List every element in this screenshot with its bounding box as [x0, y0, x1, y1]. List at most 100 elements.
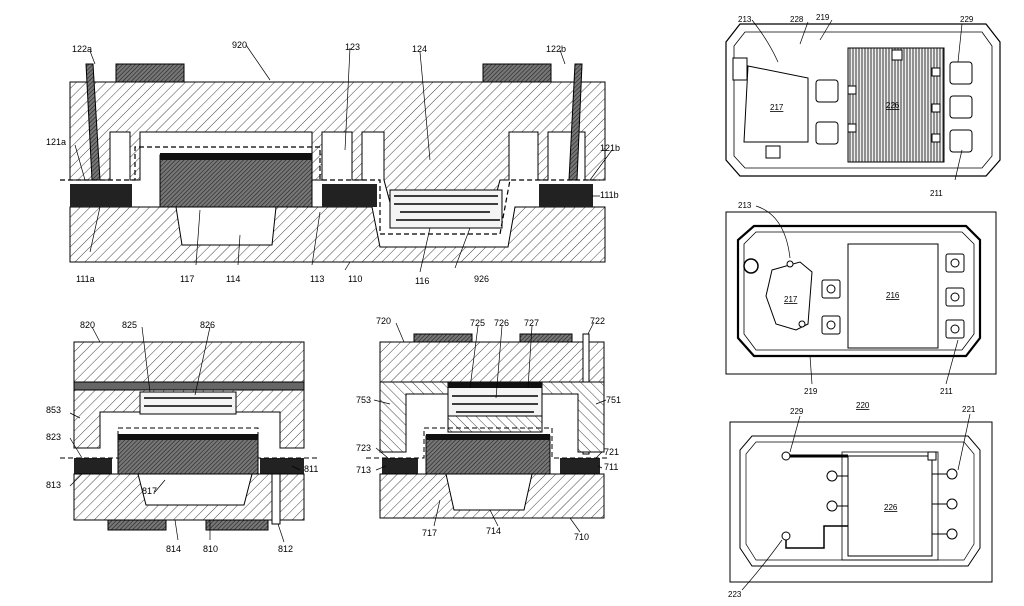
wire-dot-2	[826, 500, 838, 512]
top-pad-left	[115, 63, 185, 83]
pad-top-right-720	[519, 333, 573, 343]
wire-dot-1	[826, 470, 838, 482]
inner-outline	[733, 31, 993, 169]
dashed-bond-line	[60, 146, 600, 235]
label-721: 721	[604, 447, 619, 457]
mems-826-detail	[144, 397, 232, 407]
pad-a1	[815, 79, 839, 103]
wire-pad-5	[931, 133, 941, 143]
label-727: 727	[524, 318, 539, 328]
pad-c2-dot	[826, 320, 836, 330]
pad-top-left-720	[413, 333, 473, 343]
label-219: 219	[816, 13, 830, 22]
mems-116-detail	[394, 195, 500, 221]
sensor-dot-1	[786, 260, 794, 268]
label-220: 220	[856, 401, 870, 410]
label-217-r2: 217	[784, 295, 798, 304]
cross-section-bottom-middle: 720 725 726 727 722 753 751 723 721 713 …	[356, 316, 621, 542]
label-226: 226	[886, 101, 900, 110]
label-817: 817	[142, 486, 157, 496]
label-221: 221	[962, 405, 976, 414]
inner-outline-r2	[743, 231, 975, 351]
pad-b3	[949, 129, 973, 153]
bond-ring-111b	[539, 184, 593, 207]
label-812: 812	[278, 544, 293, 554]
die-817	[117, 435, 259, 475]
label-211-r2: 211	[940, 387, 953, 396]
label-123: 123	[345, 42, 360, 52]
label-114: 114	[226, 274, 240, 284]
leader-lines-bm	[373, 321, 607, 533]
label-122a: 122a	[72, 44, 92, 54]
cap-920	[69, 81, 606, 211]
label-228: 228	[790, 15, 804, 24]
label-113: 113	[310, 274, 324, 284]
label-725: 725	[470, 318, 485, 328]
label-823: 823	[46, 432, 61, 442]
wire-2	[932, 473, 947, 535]
bottom-pad-left	[107, 519, 167, 531]
label-116: 116	[415, 276, 429, 286]
label-820: 820	[80, 320, 95, 330]
corner-pad-r3	[927, 451, 937, 461]
trace-223	[785, 525, 848, 549]
label-813: 813	[46, 480, 61, 490]
wire-pad-6	[891, 49, 903, 61]
label-217: 217	[770, 103, 784, 112]
wire-pad-1	[847, 85, 857, 95]
wire-dot-3	[946, 468, 958, 480]
cap-820	[73, 341, 305, 383]
label-926: 926	[474, 274, 489, 284]
label-213-r2: 213	[738, 201, 752, 210]
label-825: 825	[122, 320, 137, 330]
die-717-top	[426, 434, 550, 440]
substrate-110	[69, 206, 606, 263]
sensor-217	[743, 65, 809, 143]
bond-713	[382, 458, 418, 474]
die-117	[159, 154, 313, 208]
cross-section-top: 122a 920 123 124 122b 121a 121b 111b 111…	[46, 40, 620, 286]
label-811: 811	[304, 464, 318, 474]
substrate-810	[73, 473, 305, 521]
pad-a2	[815, 121, 839, 145]
corner-pad-1	[732, 57, 748, 81]
cap-820-layer	[73, 381, 305, 391]
label-213: 213	[738, 15, 752, 24]
pad-d2-dot	[950, 292, 960, 302]
bond-ring-111a	[70, 184, 132, 207]
cross-section-bottom-left: 820 825 826 853 823 811 813 817 814 810 …	[46, 320, 320, 554]
label-226-r3: 226	[884, 503, 898, 512]
wire-pad-4	[931, 103, 941, 113]
label-117: 117	[180, 274, 194, 284]
top-pad-right	[482, 63, 552, 83]
label-711: 711	[604, 462, 618, 472]
pad-d1-dot	[950, 258, 960, 268]
die-717	[425, 435, 551, 475]
wall-753-751	[379, 381, 605, 453]
leader-lines-r1	[751, 19, 963, 181]
bond-813	[74, 458, 112, 474]
wire-dot-5	[946, 528, 958, 540]
leader-lines-bl	[69, 326, 301, 543]
leader-lines-r3	[741, 413, 971, 591]
label-726: 726	[494, 318, 509, 328]
label-713: 713	[356, 465, 371, 475]
sensor-dot-2	[798, 320, 806, 328]
label-717: 717	[422, 528, 437, 538]
pad-b2	[949, 95, 973, 119]
label-111a: 111a	[76, 274, 95, 284]
label-723: 723	[356, 443, 371, 453]
label-121b: 121b	[600, 143, 620, 153]
label-110: 110	[348, 274, 362, 284]
label-753: 753	[356, 395, 371, 405]
label-111b: 111b	[600, 190, 619, 200]
label-219-r2: 219	[804, 387, 818, 396]
pad-d3-dot	[950, 324, 960, 334]
wire-pad-3	[931, 67, 941, 77]
top-view-3: 229 220 221 226 223	[728, 401, 993, 599]
via-r3-1	[781, 451, 791, 461]
wire-1	[837, 475, 848, 507]
wire-dot-4	[946, 498, 958, 510]
dashed-line-bl	[60, 427, 320, 459]
